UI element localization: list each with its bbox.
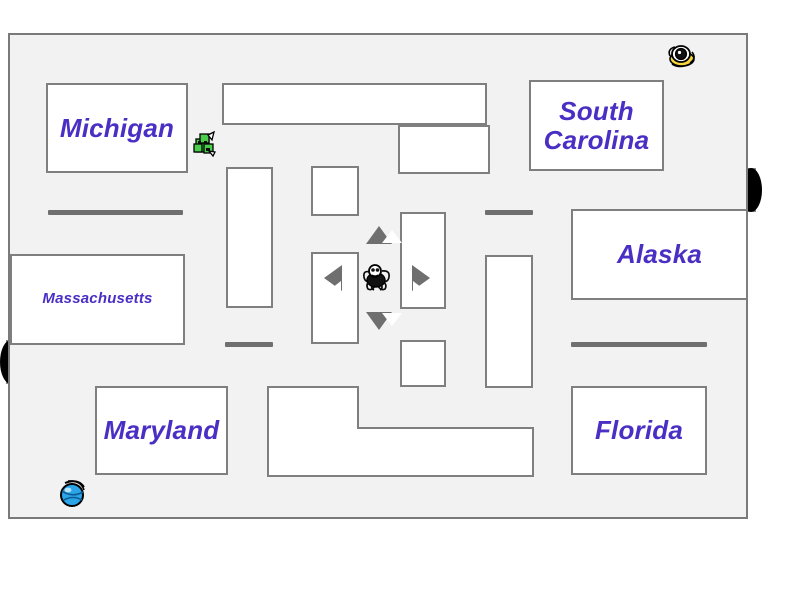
wall-center-left-lower <box>225 342 273 347</box>
room-south-carolina[interactable]: South Carolina <box>529 80 664 171</box>
green-robot-icon[interactable] <box>188 127 222 161</box>
block-bottom-L-seam <box>269 425 357 430</box>
wall-left-upper <box>48 210 183 215</box>
dpad-down-button[interactable] <box>366 312 402 330</box>
block-top-center <box>222 83 487 125</box>
room-alaska[interactable]: Alaska <box>571 209 748 300</box>
triangle-up-icon <box>366 226 402 244</box>
block-center-left-tall <box>226 167 273 308</box>
triangle-left-icon <box>324 265 342 301</box>
wall-right-lower <box>571 342 707 347</box>
block-upper-right <box>398 125 490 174</box>
room-label-alaska: Alaska <box>616 239 703 270</box>
room-label-south-carolina: South Carolina <box>543 96 650 155</box>
room-label-massachusetts: Massachusetts <box>42 290 153 308</box>
room-label-florida: Florida <box>594 415 684 446</box>
block-bottom-L-lower <box>267 427 534 477</box>
black-spider-icon[interactable] <box>360 260 394 294</box>
dpad-right-button[interactable] <box>412 265 430 301</box>
wall-upper-right-mid <box>485 210 533 215</box>
room-florida[interactable]: Florida <box>571 386 707 475</box>
triangle-right-icon <box>412 265 430 301</box>
block-bottom-L-upper <box>267 386 359 428</box>
room-label-maryland: Maryland <box>103 415 220 446</box>
block-center-right-tall <box>485 255 533 388</box>
triangle-down-icon <box>366 312 402 330</box>
room-michigan[interactable]: Michigan <box>46 83 188 173</box>
block-center-square <box>311 166 359 216</box>
room-label-michigan: Michigan <box>59 112 175 143</box>
room-massachusetts[interactable]: Massachusetts <box>10 254 185 345</box>
block-lower-center-square <box>400 340 446 387</box>
room-maryland[interactable]: Maryland <box>95 386 228 475</box>
blue-ball-icon[interactable] <box>56 476 90 510</box>
dpad-left-button[interactable] <box>324 265 342 301</box>
yellow-bee-icon[interactable] <box>665 39 699 73</box>
dpad-up-button[interactable] <box>366 226 402 244</box>
